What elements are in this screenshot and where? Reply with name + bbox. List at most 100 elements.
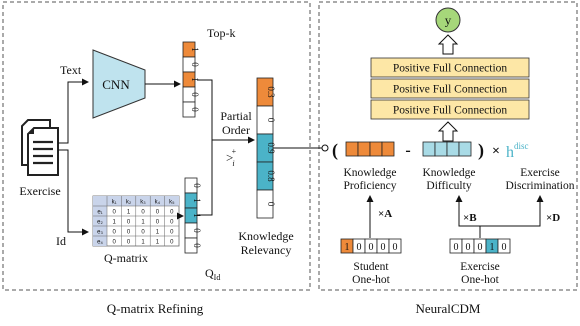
order-symbol: >i + (226, 147, 237, 168)
fc-layer-label: Positive Full Connection (393, 63, 508, 75)
qmatrix-header: k₅ (169, 200, 175, 206)
relevancy-label-line1: Knowledge (238, 229, 293, 243)
student-line1: Student (353, 261, 389, 273)
up-arrow-bottom (437, 121, 459, 142)
output-y-node (435, 7, 461, 33)
qmatrix-cell: 0 (170, 230, 174, 236)
qmatrix-cell: 0 (113, 240, 117, 246)
qid-cell: 0 (192, 228, 202, 233)
proficiency-vector (345, 141, 395, 157)
relevancy-cell: 0.8 (266, 170, 276, 182)
order-symbol-main: > (226, 150, 233, 165)
topk-to-relevancy-line (197, 79, 213, 140)
topk-vector: 1 0 1 0 0 (182, 41, 200, 118)
order-symbol-sub: i (232, 159, 234, 168)
text-label: Text (60, 63, 82, 77)
qmatrix-table: k₁ k₂ k₃ k₄ k₅ e₁ 0 1 0 0 0 e₂ 1 0 1 0 0… (92, 195, 180, 247)
qid-to-relevancy-line (197, 140, 213, 216)
topk-cell: 1 (190, 47, 200, 52)
partial-order-line1: Partial (220, 109, 252, 123)
open-paren: ( (332, 140, 338, 161)
student-cell: 0 (357, 242, 362, 253)
document-icon (21, 119, 59, 176)
fc-layer-label: Positive Full Connection (393, 105, 508, 117)
student-cell: 0 (369, 242, 374, 253)
discrimination-line2: Discrimination (506, 180, 575, 192)
output-y-label: y (445, 13, 452, 28)
qmatrix-row-label: e₂ (97, 220, 103, 226)
qmatrix-header: k₄ (155, 200, 161, 206)
topk-cell: 0 (190, 107, 200, 112)
mult-a-label: ×A (378, 208, 392, 220)
right-panel-title: NeuralCDM (416, 301, 481, 316)
qmatrix-cell: 0 (141, 210, 145, 216)
order-symbol-sup: + (232, 147, 237, 156)
left-panel-border (2, 1, 311, 291)
cnn-label: CNN (102, 77, 130, 92)
difficulty-line1: Knowledge (422, 167, 475, 179)
id-arrow (58, 149, 89, 236)
qmatrix-cell: 0 (156, 210, 160, 216)
hadamard-dot (321, 144, 329, 152)
qmatrix-cell: 1 (156, 240, 160, 246)
fc-layer (370, 78, 530, 99)
fc-layer-label: Positive Full Connection (393, 84, 508, 96)
cnn-block (92, 49, 146, 119)
fc-layer (370, 99, 530, 120)
qmatrix-cell: 1 (141, 240, 145, 246)
relevancy-vector: 0.3 0 0.9 0.8 0 (256, 77, 276, 219)
qmatrix-label: Q-matrix (104, 251, 148, 265)
qmatrix-cell: 1 (141, 220, 145, 226)
qmatrix-cell: 0 (141, 230, 145, 236)
exercise-label: Exercise (19, 184, 60, 198)
qmatrix-cell: 0 (127, 230, 131, 236)
qid-label: QId (205, 266, 220, 282)
id-label: Id (56, 234, 66, 248)
fc-layer (370, 57, 530, 78)
close-paren: ) (478, 140, 484, 161)
qmatrix-cell: 0 (170, 210, 174, 216)
partial-order-line2: Order (222, 123, 250, 137)
student-onehot-vector: 1 0 0 0 0 (340, 238, 402, 254)
relevancy-cell: 0 (266, 202, 276, 207)
hdisc-base: h (506, 144, 514, 161)
up-arrow-top (437, 34, 459, 55)
qmatrix-cell: 0 (113, 210, 117, 216)
topk-cell: 1 (190, 77, 200, 82)
mult-d-label: ×D (546, 212, 560, 224)
topk-cell: 0 (190, 92, 200, 97)
hdisc-sup: disc (514, 141, 529, 151)
qmatrix-cell: 1 (127, 210, 131, 216)
qmatrix-cell: 1 (113, 220, 117, 226)
exercise-cell: 0 (454, 242, 459, 253)
qmatrix-cell: 0 (113, 230, 117, 236)
text-arrow (58, 78, 89, 144)
qmatrix-header: k₃ (140, 200, 146, 206)
right-panel-border (318, 1, 578, 291)
discrimination-line1: Exercise (520, 167, 560, 179)
qid-cell: 1 (192, 198, 202, 203)
qmatrix-cell: 1 (156, 230, 160, 236)
qmatrix-cell: 0 (170, 220, 174, 226)
exercise-cell: 0 (478, 242, 483, 253)
qid-cell: 0 (192, 183, 202, 188)
qmatrix-row-label: e₁ (97, 210, 102, 216)
qid-label-sub: Id (214, 273, 221, 282)
exercise-cell: 0 (466, 242, 471, 253)
topk-label: Top-k (207, 26, 236, 40)
exercise-to-difficulty-arrow (455, 195, 481, 238)
student-cell: 0 (393, 242, 398, 253)
relevancy-cell: 0 (266, 118, 276, 123)
student-cell: 0 (381, 242, 386, 253)
qid-vector: 0 1 1 0 0 (184, 177, 202, 254)
relevancy-cell: 0.3 (266, 86, 276, 98)
exercise-line2: One-hot (461, 274, 499, 286)
exercise-line1: Exercise (460, 261, 500, 273)
exercise-to-discrimination-arrow (480, 195, 544, 227)
